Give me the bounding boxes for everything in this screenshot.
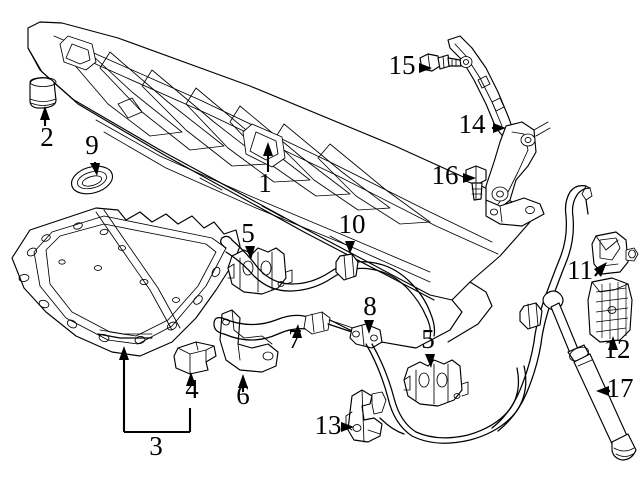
callout-label-5-lower: 5 [421,324,435,354]
callout-label-12: 12 [604,334,631,364]
part-hood-lift-gas-strut[interactable] [542,290,637,461]
callout-label-5-upper: 5 [241,218,255,248]
part-cable-retainer-clip[interactable] [345,389,387,443]
part-latch-bracket[interactable] [219,309,279,373]
callout-label-8: 8 [363,291,377,321]
callout-label-6: 6 [236,380,250,410]
callout-label-14: 14 [459,109,487,139]
callout-label-17: 17 [607,373,634,403]
callout-label-7: 7 [288,324,302,354]
part-hood-bumper-stopper[interactable] [29,77,57,109]
part-hinge-bolt-lower[interactable] [465,165,487,201]
callout-label-13: 13 [315,410,342,440]
callout-label-4: 4 [185,374,199,404]
part-insulator-clip[interactable] [173,341,217,375]
callout-label-11: 11 [567,255,593,285]
part-hood-panel[interactable] [27,21,531,349]
callout-label-3: 3 [149,431,163,461]
part-body-grommet[interactable] [68,162,116,199]
callout-label-16: 16 [432,160,459,190]
part-hood-hinge[interactable] [447,35,551,227]
callout-label-9: 9 [85,130,99,160]
part-hood-latch-lower[interactable] [403,359,469,407]
callout-label-15: 15 [389,50,416,80]
callout-label-2: 2 [40,122,54,152]
callout-label-1: 1 [258,168,272,198]
part-strut-mount-bracket[interactable] [587,277,633,343]
part-cable-grommet [335,253,359,281]
part-hood-latch-upper[interactable] [227,247,293,295]
leader-lines [40,63,618,434]
part-hood-insulator-pad[interactable] [11,207,241,357]
callout-label-10: 10 [339,209,366,239]
part-ball-stud-bracket[interactable] [591,231,639,275]
part-cable-grommet-assembly[interactable] [220,235,436,339]
part-release-cable-front[interactable] [213,311,354,341]
